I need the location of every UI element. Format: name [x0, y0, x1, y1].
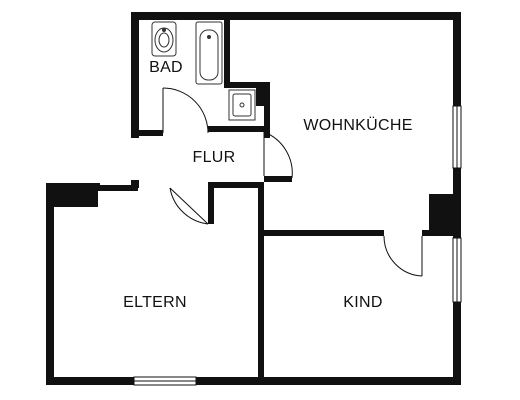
wall-right-middle	[453, 168, 461, 238]
room-label-eltern: ELTERN	[123, 294, 187, 311]
door-eltern	[169, 187, 209, 225]
room-label-wohnkueche: WOHNKÜCHE	[303, 117, 413, 134]
wall-bottom-left	[46, 377, 134, 385]
wall-bad-right	[224, 12, 230, 86]
wall-eltern-kind	[258, 182, 264, 385]
wall-bad-left	[131, 12, 139, 138]
doors	[162, 87, 423, 277]
washbasin-icon	[151, 21, 177, 57]
wall-bad-bottom-right	[208, 126, 270, 132]
wall-flur-stub-left	[131, 180, 139, 188]
bathtub-icon	[195, 21, 223, 85]
wall-kind-door-jamb	[422, 230, 453, 236]
bathroom-fixtures	[151, 21, 256, 121]
interior-walls	[131, 12, 453, 385]
room-label-kind: KIND	[343, 294, 383, 311]
windows	[133, 105, 462, 386]
wall-kind-top	[258, 230, 384, 236]
wall-right-upper	[453, 12, 461, 106]
wall-flur-door-jamb	[208, 188, 214, 224]
shaft-block	[256, 82, 270, 106]
wall-shaft-top	[224, 82, 270, 88]
wall-flur-right-stub	[264, 176, 292, 182]
wall-flur-bottom-right	[208, 182, 264, 188]
chimney-eltern	[54, 183, 98, 207]
exterior-walls	[46, 12, 461, 385]
wall-shaft-right	[264, 82, 270, 138]
door-kind	[383, 235, 423, 277]
wall-eltern-left	[46, 183, 54, 385]
wall-right-lower	[453, 302, 461, 384]
chimney-wohnkueche	[429, 194, 453, 230]
wall-eltern-top-right	[98, 185, 138, 191]
wall-bottom-right	[196, 377, 461, 385]
room-label-flur: FLUR	[192, 149, 236, 166]
door-bad	[162, 87, 209, 134]
wall-bad-bottom-left	[131, 130, 163, 136]
room-label-bad: BAD	[149, 59, 183, 76]
wall-top	[131, 12, 461, 20]
kitchen-sink-icon	[228, 89, 256, 121]
door-wohnkueche	[263, 131, 293, 179]
